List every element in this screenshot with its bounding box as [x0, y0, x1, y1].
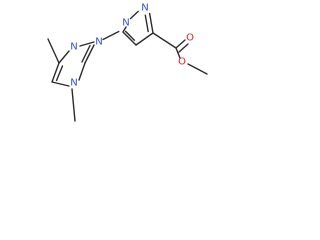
atom-o2: O — [178, 57, 186, 68]
bond-pyr-c2-n5-inner — [81, 44, 91, 63]
bond-triazole-c4-c5 — [135, 32, 154, 46]
bond-triazole-c5-n3-inner — [124, 30, 136, 41]
bond-methyl-bottom — [71, 88, 76, 122]
bond-ester-c4-carbonyl — [152, 32, 177, 49]
bond-triazole-n1-c4-double — [148, 12, 154, 34]
bond-pyr-c2-n4 — [79, 41, 95, 47]
atom-n5: N — [70, 78, 77, 89]
atom-n1: N — [141, 3, 148, 14]
bond-triazole-n1-n2 — [129, 10, 139, 20]
bond-ester-c-o-double-b — [178, 43, 189, 53]
bond-pyr-c5-c4 — [51, 81, 70, 87]
structure-diagram: N N N N N O O — [47, 3, 208, 122]
bond-pyr-c6-c5-inner — [55, 65, 64, 82]
bond-pyr-n4-c6 — [58, 50, 70, 64]
bond-ester-o-methyl — [187, 63, 208, 75]
bond-triazole-c5-n3 — [122, 31, 137, 46]
bond-ester-c-o-double — [175, 39, 186, 49]
bond-ester-c-o-single — [175, 47, 181, 59]
atom-n2: N — [122, 18, 129, 29]
bond-pyr-c4-n5 — [78, 62, 86, 81]
bond-triazole-n1-c4-inner — [144, 14, 149, 33]
bond-layer — [47, 10, 208, 122]
atom-n3: N — [95, 37, 102, 48]
bond-n3-to-pyrimidine — [102, 30, 120, 41]
atom-label-layer: N N N N N O O — [70, 3, 194, 89]
atom-n4: N — [70, 42, 77, 53]
bond-pyr-c2-n5 — [84, 44, 95, 64]
atom-o1: O — [186, 33, 194, 44]
bond-triazole-n3-n2 — [122, 26, 127, 33]
bond-pyr-c6-c5 — [51, 62, 60, 83]
bond-methyl-top — [47, 38, 60, 64]
